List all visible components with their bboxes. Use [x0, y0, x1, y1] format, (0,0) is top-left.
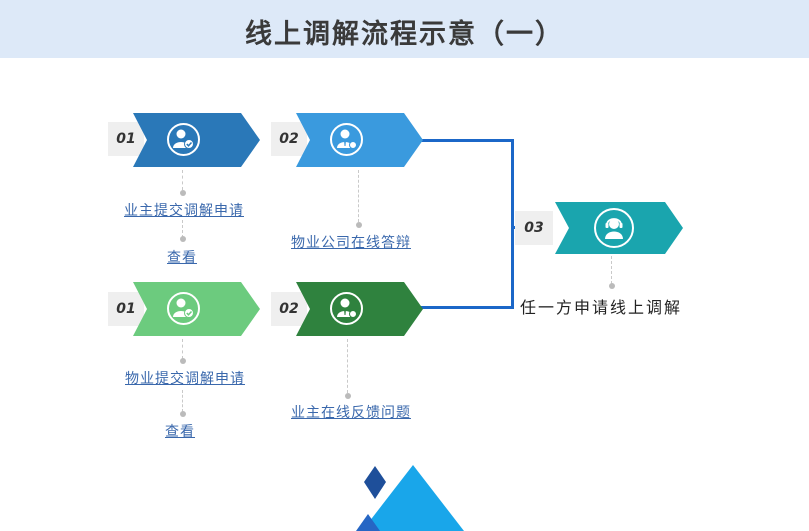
step-number: 02	[271, 292, 307, 326]
step-number: 01	[108, 292, 144, 326]
header-bar: 线上调解流程示意（一）	[0, 0, 809, 58]
connector-vertical	[511, 139, 514, 309]
user-tie-icon	[330, 292, 363, 325]
page-title: 线上调解流程示意（一）	[245, 19, 564, 50]
step-owner-apply[interactable]: 01	[108, 113, 260, 167]
company-reply-link[interactable]: 物业公司在线答辩	[291, 235, 411, 251]
owner-apply-view-link[interactable]: 查看	[167, 250, 197, 266]
connector-dot	[180, 411, 186, 417]
step-number: 03	[515, 211, 553, 245]
step-property-apply[interactable]: 01	[108, 282, 260, 336]
owner-feedback-link[interactable]: 业主在线反馈问题	[291, 405, 411, 421]
connector-top	[420, 139, 514, 142]
connector-dot	[180, 236, 186, 242]
decorative-shapes	[356, 465, 464, 531]
dashed-line	[182, 339, 183, 359]
user-tie-icon	[330, 123, 363, 156]
headset-icon	[594, 208, 634, 248]
user-check-icon	[167, 292, 200, 325]
owner-apply-link[interactable]: 业主提交调解申请	[124, 203, 244, 219]
connector-bottom	[420, 306, 514, 309]
property-apply-view-link[interactable]: 查看	[165, 424, 195, 440]
step-number: 01	[108, 122, 144, 156]
step-company-reply[interactable]: 02	[271, 113, 423, 167]
connector-dot	[345, 393, 351, 399]
connector-dot	[356, 222, 362, 228]
dashed-line	[358, 170, 359, 222]
dashed-line	[182, 170, 183, 190]
connector-dot	[609, 283, 615, 289]
connector-dot	[180, 190, 186, 196]
online-mediation-label: 任一方申请线上调解	[520, 298, 683, 317]
step-number: 02	[271, 122, 307, 156]
dashed-line	[182, 220, 183, 238]
dashed-line	[182, 390, 183, 412]
connector-dot	[180, 358, 186, 364]
property-apply-link[interactable]: 物业提交调解申请	[125, 371, 245, 387]
dashed-line	[347, 339, 348, 393]
dashed-line	[611, 256, 612, 284]
step-owner-feedback[interactable]: 02	[271, 282, 423, 336]
step-online-mediation[interactable]: 03	[515, 202, 683, 254]
user-check-icon	[167, 123, 200, 156]
